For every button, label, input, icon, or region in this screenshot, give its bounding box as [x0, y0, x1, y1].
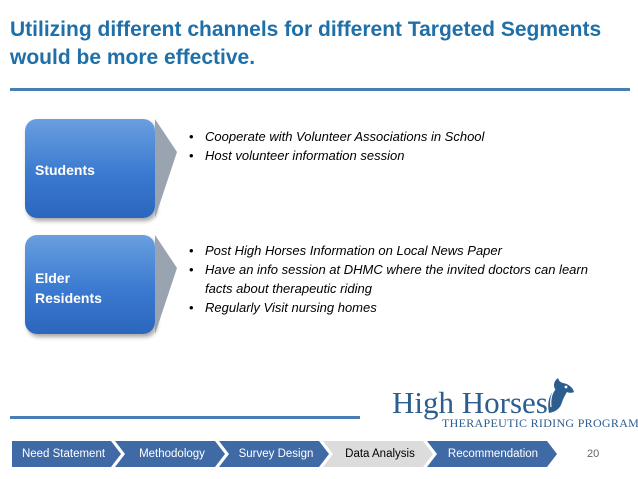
- bullet-item: Regularly Visit nursing homes: [189, 298, 619, 317]
- segment-label-line: Elder: [35, 270, 71, 286]
- nav-step-shape: [12, 441, 121, 467]
- high-horses-logo: High Horses THERAPEUTIC RIDING PROGRAM: [385, 375, 638, 435]
- bullet-item: Cooperate with Volunteer Associations in…: [189, 127, 619, 146]
- segment-students-chevron: [155, 119, 177, 218]
- slide-title: Utilizing different channels for differe…: [10, 18, 602, 69]
- bullet-item: Have an info session at DHMC where the i…: [189, 260, 619, 298]
- segment-students-label: Students: [35, 162, 95, 178]
- nav-step-shape: [115, 441, 225, 467]
- process-nav: Need Statement Methodology Survey Design…: [12, 441, 572, 467]
- segment-elder-residents-box: Elder Residents: [25, 235, 155, 334]
- segment-label-line: Residents: [35, 290, 102, 306]
- segment-students-bullets: Cooperate with Volunteer Associations in…: [189, 127, 619, 165]
- segment-elder-residents-label: Elder Residents: [35, 268, 102, 308]
- page-number: 20: [587, 448, 600, 460]
- bullet-item: Host volunteer information session: [189, 146, 619, 165]
- segment-elder-residents-chevron: [155, 235, 177, 334]
- nav-step-methodology[interactable]: Methodology: [139, 448, 205, 460]
- nav-step-need-statement[interactable]: Need Statement: [21, 448, 106, 460]
- horse-head-icon: [548, 378, 574, 413]
- bullet-item: Post High Horses Information on Local Ne…: [189, 241, 619, 260]
- segment-students-box: Students: [25, 119, 155, 218]
- nav-step-shape-active: [323, 441, 433, 467]
- nav-step-survey-design[interactable]: Survey Design: [238, 448, 314, 460]
- logo-tagline: THERAPEUTIC RIDING PROGRAM: [442, 416, 638, 430]
- process-nav-shapes: [12, 441, 557, 467]
- nav-step-shape: [219, 441, 329, 467]
- nav-step-data-analysis[interactable]: Data Analysis: [345, 448, 415, 460]
- title-divider: [10, 88, 630, 91]
- footer-divider: [10, 416, 360, 419]
- logo-name: High Horses: [392, 385, 548, 420]
- nav-step-recommendation[interactable]: Recommendation: [447, 448, 539, 460]
- segment-elder-residents-bullets: Post High Horses Information on Local Ne…: [189, 241, 619, 317]
- nav-step-shape: [427, 441, 557, 467]
